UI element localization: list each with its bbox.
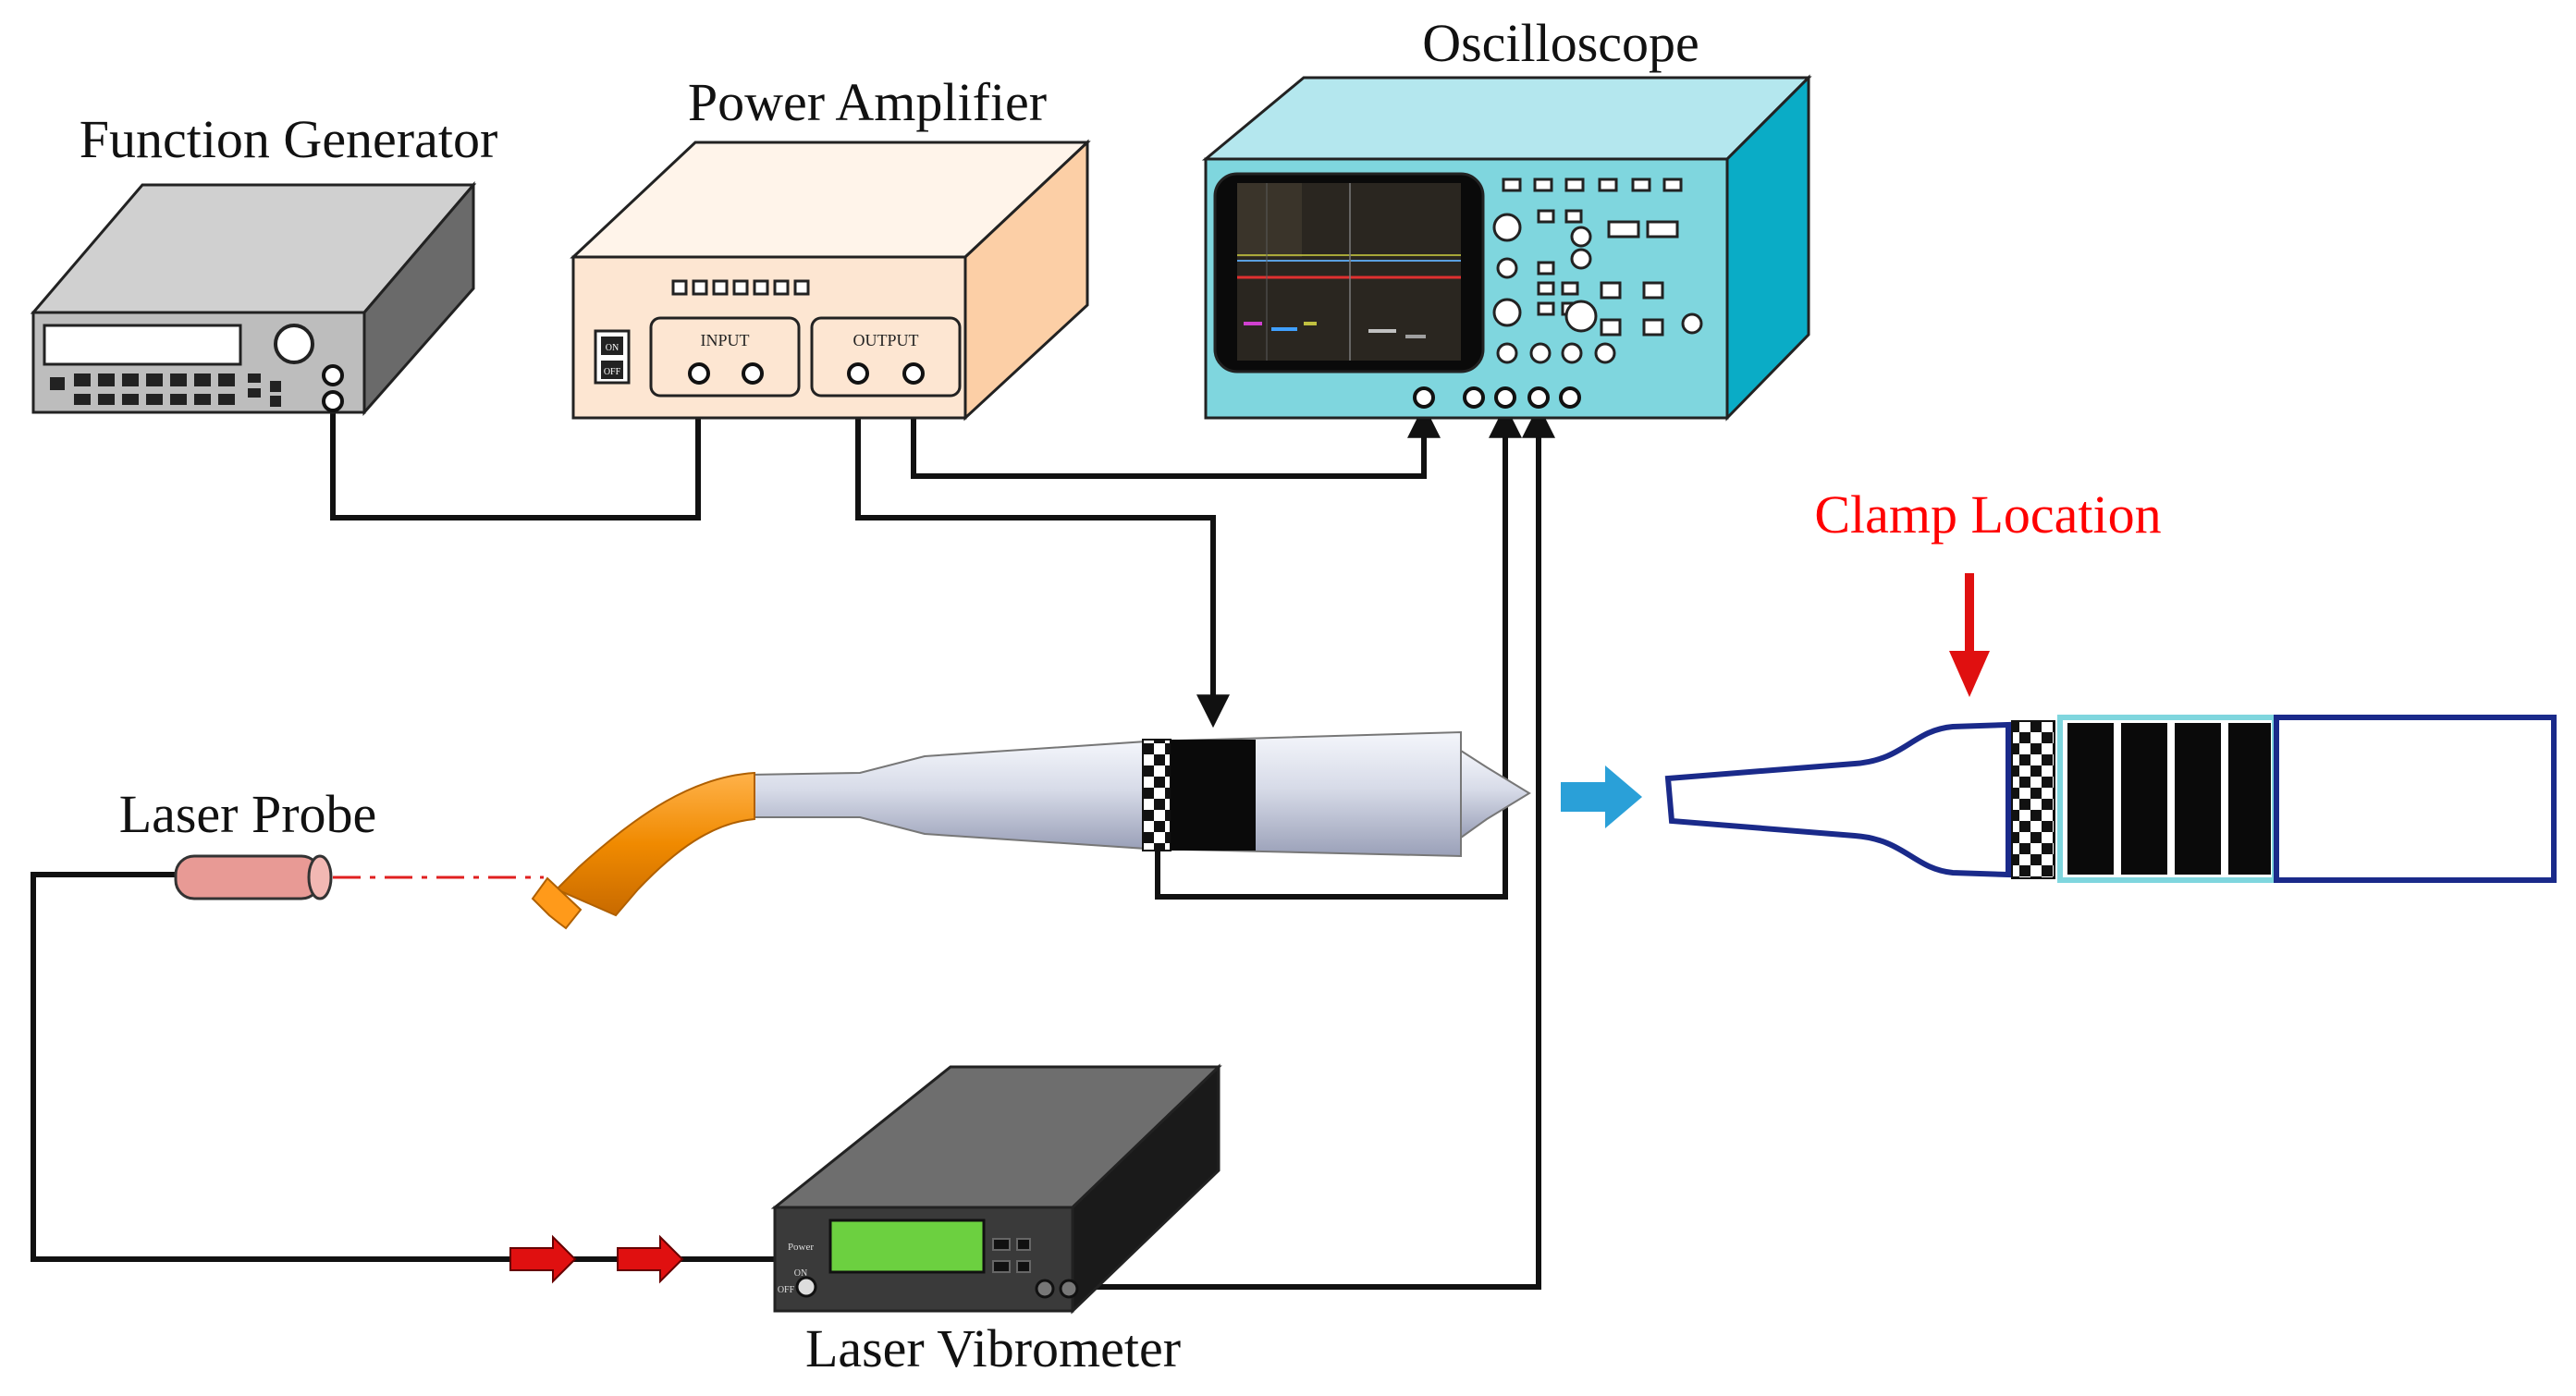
- schematic-piezo-4: [2228, 723, 2271, 875]
- wire-generator-to-amplifier-input: [330, 399, 701, 520]
- signal-direction-arrows: [509, 1234, 684, 1284]
- generator-output-jack-2: [322, 390, 344, 412]
- wire-probe-to-vibrometer: [31, 872, 777, 1262]
- blue-transition-arrow: [1561, 765, 1642, 828]
- generator-output-jack-1: [322, 364, 344, 386]
- laser-probe-label: Laser Probe: [119, 784, 377, 844]
- oscilloscope-jack-5: [1559, 386, 1581, 409]
- schematic-horn-outline: [1664, 721, 2011, 878]
- oscilloscope-screen: [1237, 183, 1461, 361]
- schematic-piezo-2: [2121, 723, 2167, 875]
- amplifier-input-panel: [649, 316, 801, 398]
- horn-tip: [1460, 749, 1531, 839]
- horn-stem: [748, 740, 1147, 851]
- ultrasonic-horn: [531, 730, 1531, 930]
- amplifier-input-text: INPUT: [701, 331, 750, 349]
- laser-probe: Laser Probe: [119, 784, 544, 900]
- vibrometer-output-jack-1: [1035, 1279, 1055, 1299]
- vibrometer-power-text: Power: [788, 1242, 814, 1253]
- amplifier-output-panel: [810, 316, 962, 398]
- amplifier-indicator-lights: [671, 279, 810, 296]
- vibrometer-on-text: ON: [794, 1268, 807, 1279]
- oscilloscope-input-jacks: [1413, 386, 1581, 409]
- wire-transducer-to-oscilloscope: [1155, 404, 1522, 900]
- vibrometer-screen: [828, 1218, 986, 1274]
- amplifier-output-text: OUTPUT: [853, 331, 919, 349]
- wire-amplifier-output-to-oscilloscope: [911, 375, 1441, 479]
- wires: [31, 375, 1555, 1290]
- amplifier-output-jack-1: [847, 362, 869, 385]
- vibrometer-off-text: OFF: [778, 1285, 795, 1295]
- horn-checker-band: [1142, 739, 1171, 851]
- oscilloscope-label: Oscilloscope: [1422, 13, 1699, 73]
- amplifier-output-jack-2: [902, 362, 925, 385]
- schematic-piezo-1: [2067, 723, 2114, 875]
- oscilloscope: Oscilloscope: [1201, 13, 1812, 422]
- vibrometer-power-knob[interactable]: [795, 1276, 817, 1298]
- oscilloscope-jack-4: [1527, 386, 1550, 409]
- laser-probe-body: [174, 854, 322, 900]
- horn-tip-end: [531, 876, 583, 930]
- amplifier-power-switch[interactable]: ON OFF: [594, 329, 631, 385]
- function-generator-label: Function Generator: [80, 109, 498, 169]
- oscilloscope-buttons: [1492, 178, 1703, 364]
- horn-schematic: Clamp Location: [1664, 484, 2557, 883]
- generator-display: [43, 324, 242, 366]
- wire-vibrometer-to-oscilloscope: [1073, 404, 1555, 1290]
- laser-vibrometer: Power ON OFF Laser Vibrometer: [770, 1063, 1222, 1378]
- laser-vibrometer-label: Laser Vibrometer: [805, 1318, 1181, 1378]
- red-arrow-1: [509, 1234, 577, 1284]
- wire-amplifier-output-to-transducer: [855, 375, 1230, 729]
- red-arrow-2: [617, 1234, 684, 1284]
- amplifier-off-text: OFF: [604, 367, 621, 377]
- schematic-checker-band: [2011, 720, 2055, 879]
- generator-keypad: [50, 373, 281, 407]
- oscilloscope-jack-3: [1494, 386, 1516, 409]
- schematic-backing-mass: [2274, 715, 2557, 883]
- horn-bent-tip: [555, 771, 755, 917]
- amplifier-on-text: ON: [606, 343, 619, 353]
- clamp-location-label: Clamp Location: [1814, 484, 2161, 545]
- vibrometer-buttons: [992, 1238, 1031, 1273]
- power-amplifier: ON OFF INPUT OUTPUT Power Amplifier: [570, 72, 1091, 422]
- amplifier-input-jack-2: [742, 362, 764, 385]
- oscilloscope-jack-2: [1463, 386, 1485, 409]
- power-amplifier-label: Power Amplifier: [688, 72, 1047, 132]
- clamp-arrow-head: [1949, 651, 1990, 697]
- amplifier-input-jack-1: [688, 362, 710, 385]
- vibrometer-output-jack-2: [1059, 1279, 1079, 1299]
- horn-piezo-band: [1171, 740, 1256, 851]
- generator-knob: [274, 324, 314, 364]
- function-generator: Function Generator: [30, 109, 498, 416]
- schematic-piezo-3: [2175, 723, 2221, 875]
- oscilloscope-jack-1: [1413, 386, 1435, 409]
